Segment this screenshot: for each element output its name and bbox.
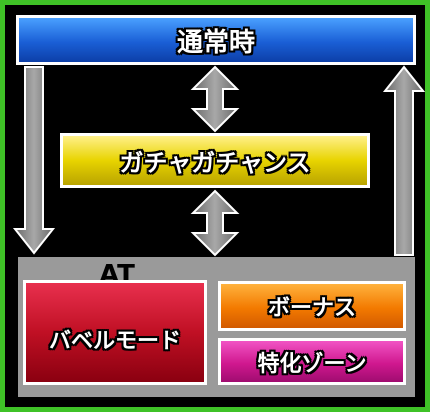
node-gacha-label: ガチャガチャンス [119,149,311,177]
node-normal-label: 通常時 [176,27,255,58]
arrow-at-to-normal [382,65,425,256]
arrow-normal-gacha [190,65,240,133]
arrow-normal-to-at [12,66,56,255]
node-special-zone: 特化ゾーン [218,338,406,385]
diagram-canvas: 通常時 ガチャガチャンス AT バベルモード ボーナス 特化ゾーン [5,5,425,407]
arrows-layer [12,65,425,257]
node-gacha-chance: ガチャガチャンス [60,133,370,188]
node-special-label: 特化ゾーン [257,351,367,377]
node-normal: 通常時 [16,15,416,65]
node-babel-label: バベルモード [48,328,181,354]
node-bonus: ボーナス [218,281,406,331]
node-bonus-label: ボーナス [267,296,356,321]
arrow-gacha-at [190,189,240,257]
node-babel-mode: バベルモード [23,280,207,385]
